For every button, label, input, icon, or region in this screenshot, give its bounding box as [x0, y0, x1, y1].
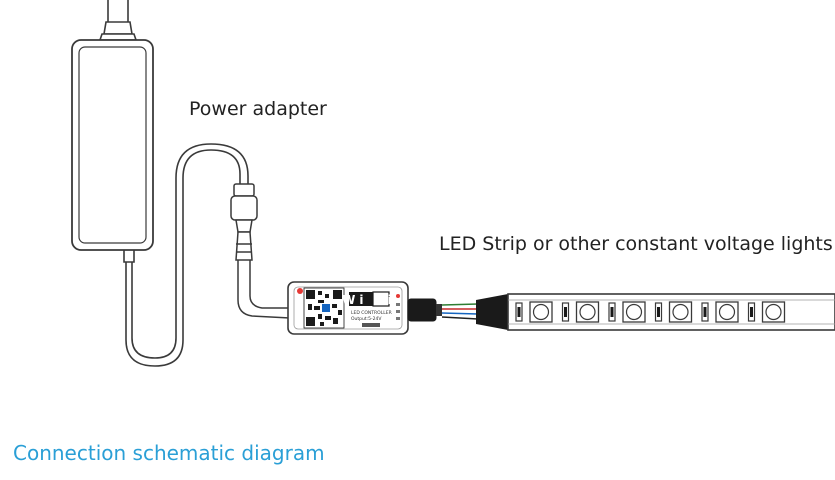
adapter-input-cable — [98, 0, 138, 41]
resistor-band — [703, 307, 707, 317]
wifi-logo-text: Wi Fi — [342, 293, 396, 307]
qr-code-icon — [303, 287, 345, 329]
power-adapter-label: Power adapter — [189, 98, 327, 120]
resistor-band — [564, 307, 567, 317]
led-strip-label: LED Strip or other constant voltage ligh… — [439, 233, 833, 255]
resistor-band — [657, 307, 660, 317]
power-adapter — [71, 39, 154, 251]
certification-marks-icon — [362, 323, 380, 327]
resistor-band — [750, 307, 753, 317]
led-lens-icon — [625, 303, 643, 321]
strip-end-cap — [476, 294, 508, 330]
dc-barrel-connector — [230, 183, 258, 261]
led-lens-icon — [579, 303, 596, 321]
resistor-band — [517, 307, 521, 317]
led-lens-icon — [532, 303, 550, 321]
controller-label-line1: LED CONTROLLER — [351, 310, 392, 316]
wifi-controller: Wi Fi LED CONTROLLER Output:5-24V — [287, 281, 409, 335]
controller-label-line2: Output:5-24V — [351, 316, 382, 322]
resistor-band — [610, 307, 614, 317]
led-lens-icon — [765, 303, 782, 321]
led-lens-icon — [718, 303, 736, 321]
controller-output-connector — [407, 298, 442, 322]
led-lens-icon — [672, 303, 689, 321]
rgb-wires — [441, 303, 479, 320]
diagram-caption: Connection schematic diagram — [13, 441, 325, 465]
button-icon — [396, 294, 400, 298]
controller-input-cable — [237, 260, 291, 319]
power-indicator-icon — [297, 288, 303, 294]
adapter-output-cable — [123, 143, 249, 367]
led-strip — [507, 293, 835, 331]
